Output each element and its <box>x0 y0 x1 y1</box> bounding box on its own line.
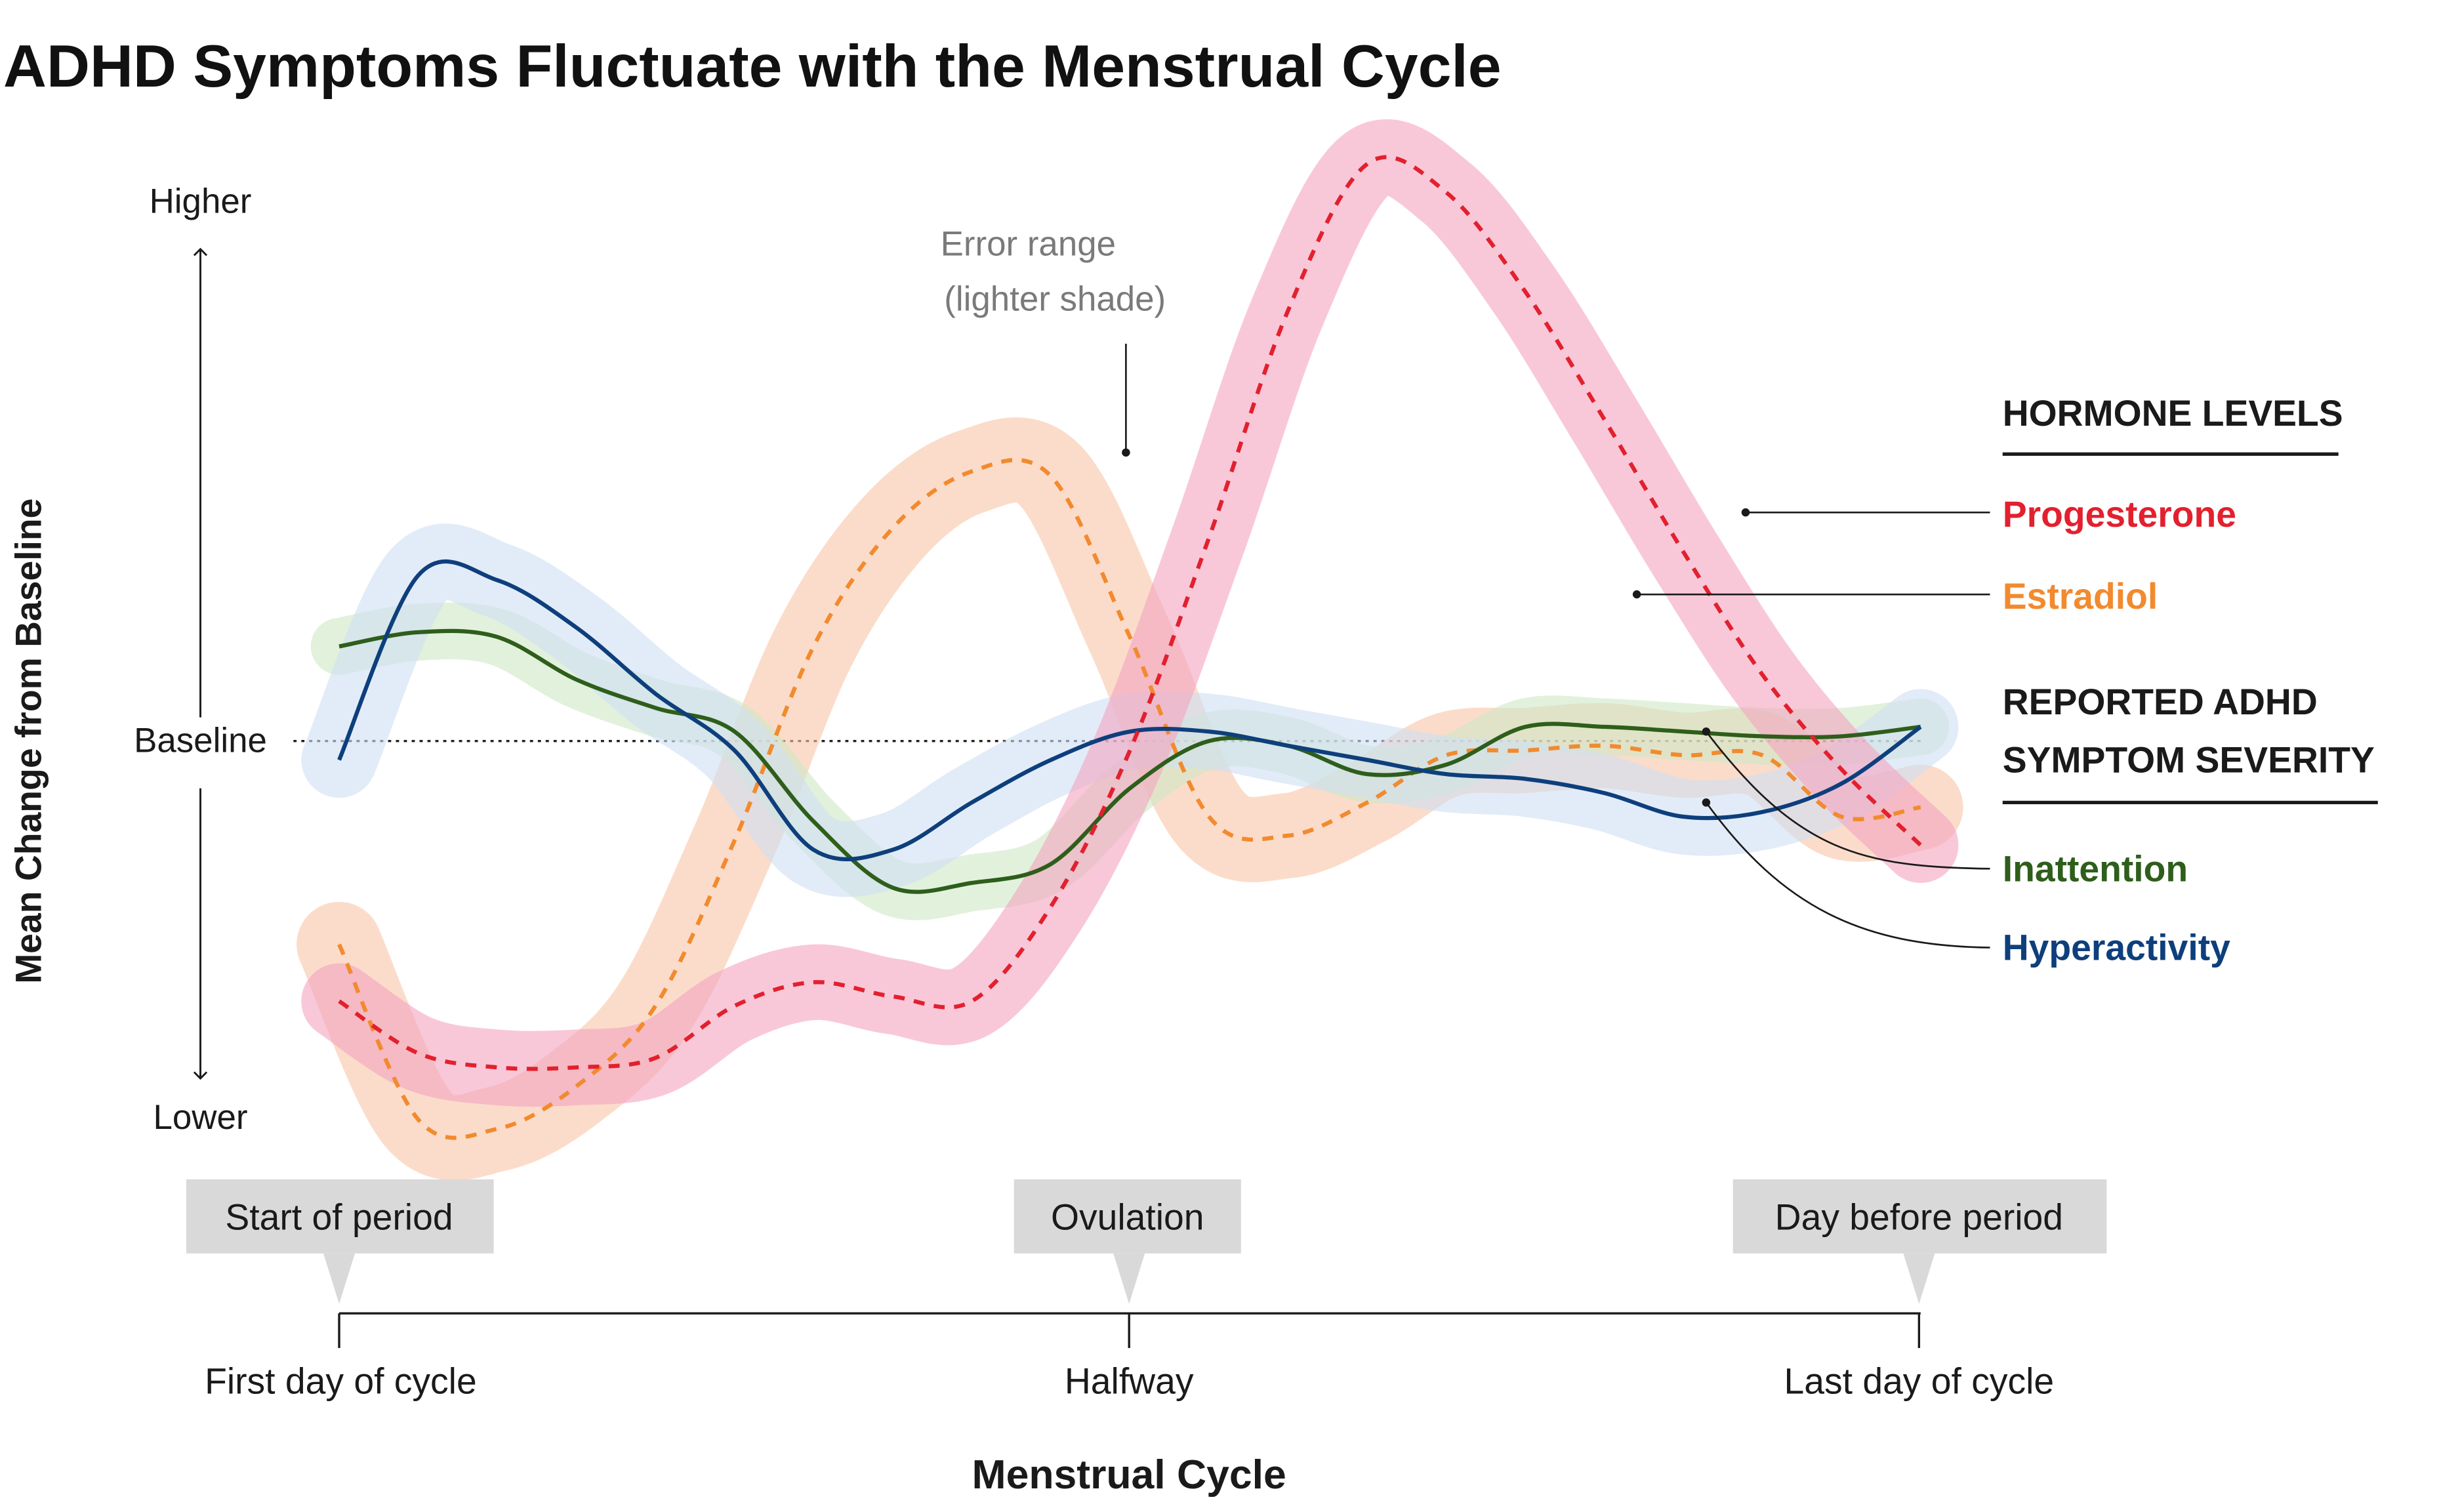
leader-dot-estradiol <box>1632 590 1641 599</box>
chart-title: ADHD Symptoms Fluctuate with the Menstru… <box>3 33 1502 100</box>
leader-hyperactivity <box>1705 802 1990 949</box>
marker-day-before-period: Day before period <box>1732 1179 2107 1304</box>
marker-label-ovulation: Ovulation <box>1051 1197 1204 1238</box>
x-axis-label: Menstrual Cycle <box>972 1452 1286 1498</box>
legend-item-estradiol: Estradiol <box>2003 576 2158 617</box>
x-tick-label-halfway: Halfway <box>1065 1361 1194 1402</box>
legend-item-progesterone: Progesterone <box>2003 494 2236 535</box>
x-tick-label-last: Last day of cycle <box>1784 1361 2055 1402</box>
leader-dot-inattention <box>1702 727 1711 736</box>
legend-heading-symptoms-line2: SYMPTOM SEVERITY <box>2003 740 2375 781</box>
legend-leader-dots <box>1632 508 1750 807</box>
series-lines <box>337 155 1922 1140</box>
x-tick-label-first: First day of cycle <box>205 1361 477 1402</box>
inattention-line <box>338 628 1921 894</box>
legend-item-inattention: Inattention <box>2003 849 2188 889</box>
leader-dot-hyperactivity <box>1702 798 1711 807</box>
annotation-line-2: (lighter shade) <box>944 279 1166 318</box>
marker-label-day-before: Day before period <box>1775 1197 2063 1238</box>
x-axis <box>338 1312 1921 1349</box>
y-label-baseline: Baseline <box>134 721 267 760</box>
y-axis-label: Mean Change from Baseline <box>9 499 49 984</box>
legend-item-hyperactivity: Hyperactivity <box>2003 928 2230 968</box>
legend-heading-symptoms-line1: REPORTED ADHD <box>2003 682 2318 722</box>
leader-dot-progesterone <box>1741 508 1750 517</box>
legend-leaders <box>1637 511 1990 949</box>
annotation-line-1: Error range <box>941 224 1116 263</box>
hyperactivity-line <box>337 559 1922 862</box>
marker-label-start: Start of period <box>225 1197 453 1238</box>
marker-start-of-period: Start of period <box>186 1179 494 1304</box>
y-label-higher: Higher <box>150 182 252 220</box>
y-label-lower: Lower <box>153 1098 247 1137</box>
progesterone-line <box>338 155 1922 1071</box>
leader-inattention <box>1705 731 1990 870</box>
marker-ovulation: Ovulation <box>1014 1179 1241 1304</box>
annotation-dot <box>1122 448 1130 457</box>
legend-heading-hormones: HORMONE LEVELS <box>2003 393 2343 434</box>
estradiol-line <box>337 458 1921 1140</box>
